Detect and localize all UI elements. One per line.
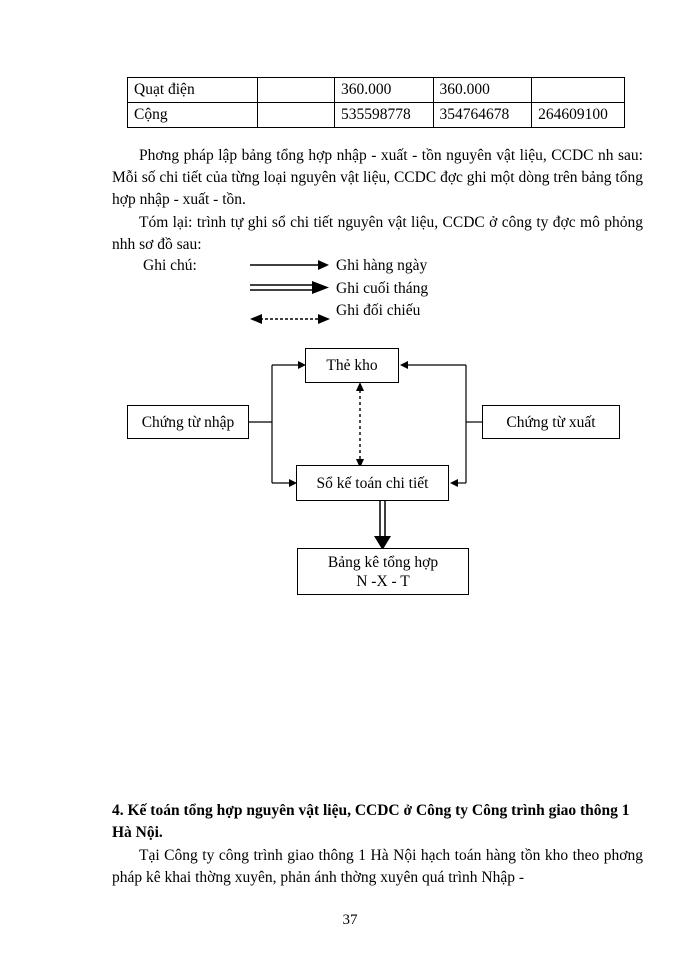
paragraph-closing: Tại Công ty công trình giao thông 1 Hà N… [112, 845, 643, 889]
materials-table: Quạt điện 360.000 360.000 Cộng 535598778… [126, 77, 625, 128]
table-cell-item-name: Cộng [126, 102, 259, 128]
legend-item-label-check: Ghi đối chiếu [336, 302, 421, 319]
table-cell-value-1: 535598778 [333, 102, 434, 128]
paragraph-method-text: Phơng pháp lập bảng tổng hợp nhập - xuất… [112, 147, 643, 208]
dotted-double-arrow-icon [250, 312, 330, 331]
flowchart-connectors [249, 361, 482, 550]
flow-box-so-ke-toan-chi-tiet: Sổ kế toán chi tiết [296, 465, 449, 501]
table-cell-value-3: 264609100 [531, 102, 625, 128]
flow-box-the-kho: Thẻ kho [305, 348, 399, 383]
legend-label: Ghi chú: [143, 257, 197, 274]
flow-box-chung-tu-xuat-label: Chứng từ xuất [506, 413, 596, 431]
single-arrow-icon [250, 258, 330, 277]
flow-box-the-kho-label: Thẻ kho [326, 357, 378, 374]
double-line-arrow-icon [250, 280, 330, 301]
accounting-flowchart: Thẻ kho Chứng từ nhập Chứng từ xuất Sổ k… [110, 340, 640, 605]
table-cell-value-3 [531, 77, 625, 103]
legend-item-label-monthly: Ghi cuối tháng [336, 280, 429, 297]
table-row: Cộng 535598778 354764678 264609100 [126, 102, 625, 128]
page-number: 37 [342, 912, 358, 928]
table-cell-blank [257, 102, 335, 128]
flow-box-bang-ke-text: Bảng kê tổng hợp N -X - T [328, 553, 438, 591]
paragraph-summary-text: Tóm lại: trình tự ghi sổ chi tiết nguyên… [112, 214, 643, 253]
table-row: Quạt điện 360.000 360.000 [126, 77, 625, 103]
flow-box-bang-ke-line1: Bảng kê tổng hợp [327, 553, 439, 571]
paragraph-summary: Tóm lại: trình tự ghi sổ chi tiết nguyên… [112, 212, 643, 256]
flow-box-chung-tu-nhap: Chứng từ nhập [127, 405, 249, 439]
table-cell-blank [257, 77, 335, 103]
section-heading: 4. Kế toán tổng hợp nguyên vật liệu, CCD… [112, 802, 630, 841]
flow-box-so-ke-toan-chi-tiet-label: Sổ kế toán chi tiết [316, 474, 429, 492]
paragraph-closing-text: Tại Công ty công trình giao thông 1 Hà N… [112, 847, 643, 886]
flow-box-bang-ke-line2: N -X - T [356, 572, 410, 590]
flow-box-bang-ke-tong-hop: Bảng kê tổng hợp N -X - T [297, 548, 469, 595]
flow-box-chung-tu-xuat: Chứng từ xuất [482, 405, 620, 439]
flow-box-chung-tu-nhap-label: Chứng từ nhập [141, 413, 235, 431]
paragraph-method: Phơng pháp lập bảng tổng hợp nhập - xuất… [112, 145, 643, 211]
legend-item-label-daily: Ghi hàng ngày [336, 257, 428, 274]
table-cell-item-name: Quạt điện [126, 77, 259, 103]
table-cell-value-2: 354764678 [432, 102, 533, 128]
table-cell-value-1: 360.000 [333, 77, 434, 103]
table-cell-value-2: 360.000 [432, 77, 533, 103]
